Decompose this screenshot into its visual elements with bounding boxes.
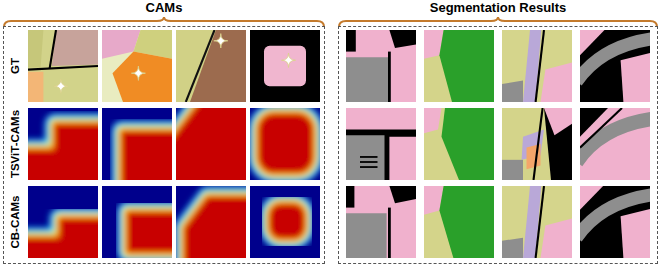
segmentation-map xyxy=(346,108,416,180)
cam-heatmap xyxy=(28,186,98,258)
cam-heatmap xyxy=(176,108,246,180)
segmentation-map xyxy=(424,30,494,102)
panel-heading: Segmentation Results xyxy=(339,0,657,16)
cam-heatmap xyxy=(250,186,320,258)
row-label: TSViT-CAMs xyxy=(9,110,22,178)
segmentation-map xyxy=(346,30,416,102)
segmentation-map xyxy=(580,186,650,258)
panel-heading: CAMs xyxy=(4,0,324,16)
cam-heatmap xyxy=(102,186,172,258)
cam-heatmap xyxy=(176,186,246,258)
segmentation-map xyxy=(502,108,572,180)
ground-truth-map xyxy=(250,30,320,102)
ground-truth-map xyxy=(176,30,246,102)
segmentation-map xyxy=(580,108,650,180)
panel-box: Segmentation Results xyxy=(338,26,658,264)
segmentation-map xyxy=(502,186,572,258)
ground-truth-map xyxy=(28,30,98,102)
cam-heatmap xyxy=(102,108,172,180)
segmentation-map xyxy=(424,108,494,180)
ground-truth-map xyxy=(102,30,172,102)
row-label: GT xyxy=(9,58,22,74)
segmentation-map xyxy=(502,30,572,102)
cam-heatmap xyxy=(28,108,98,180)
panel-box: CAMs xyxy=(3,26,325,264)
segmentation-map xyxy=(580,30,650,102)
row-label: CB-CAMs xyxy=(9,195,22,248)
cam-heatmap xyxy=(250,108,320,180)
segmentation-map xyxy=(346,186,416,258)
segmentation-map xyxy=(424,186,494,258)
